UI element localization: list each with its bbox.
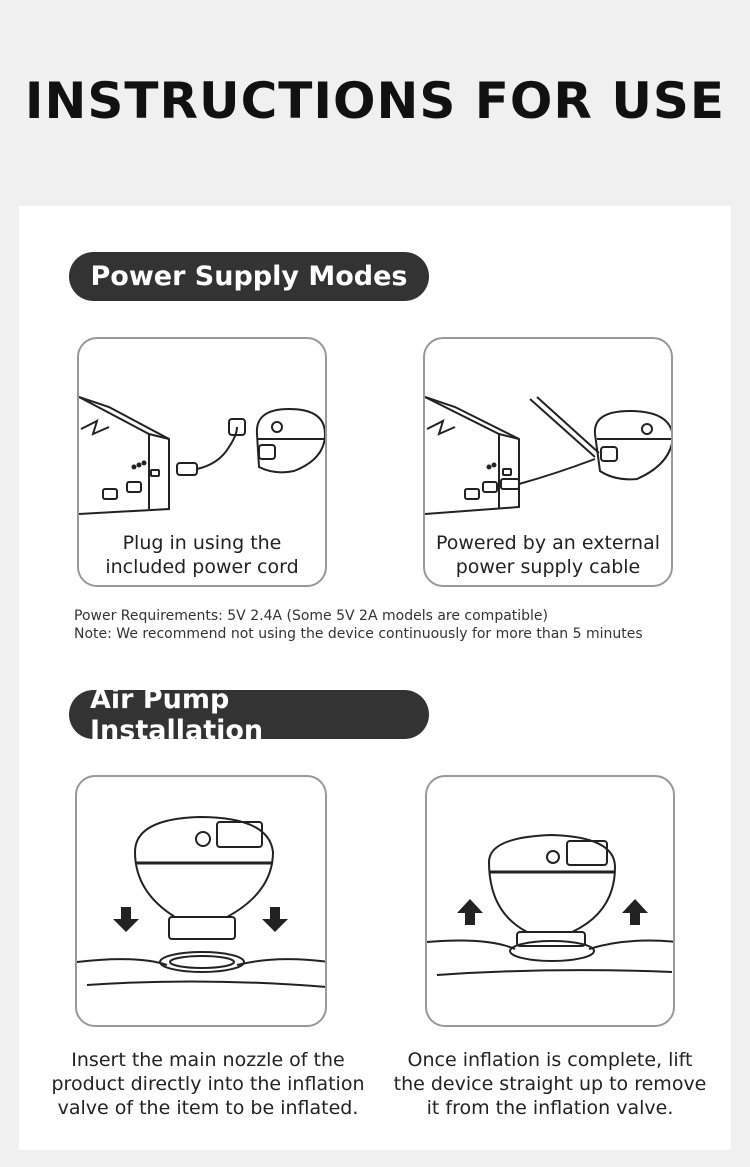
caption-line: valve of the item to be inflated. [57, 1097, 359, 1119]
lightning-icon [80, 419, 110, 436]
power-requirements-text: Power Requirements: 5V 2.4A (Some 5V 2A … [74, 608, 549, 624]
caption-line: product directly into the inflation [51, 1073, 365, 1095]
page-title: INSTRUCTIONS FOR USE [24, 72, 726, 130]
arrow-down-icon [262, 907, 288, 932]
caption-line: included power cord [105, 556, 299, 578]
power-card-external: Powered by an external power supply cabl… [423, 337, 673, 587]
caption-line: Once inflation is complete, lift [407, 1049, 693, 1071]
pump-insert-illustration [77, 815, 325, 988]
arrow-down-icon [113, 907, 139, 932]
section-heading-power: Power Supply Modes [69, 252, 429, 301]
card-caption: Powered by an external power supply cabl… [425, 531, 671, 579]
arrow-up-icon [622, 899, 648, 925]
pump-remove-illustration [427, 833, 673, 976]
lightning-icon [426, 419, 456, 436]
caption-line: it from the inflation valve. [426, 1097, 674, 1119]
install-card-remove [425, 775, 675, 1027]
arrow-up-icon [457, 899, 483, 925]
caption-line: Plug in using the [122, 532, 282, 554]
caption-line: power supply cable [455, 556, 641, 578]
caption-line: the device straight up to remove [393, 1073, 707, 1095]
power-bank-external-illustration [425, 396, 671, 515]
power-bank-cord-illustration [79, 396, 325, 515]
install-card-insert [75, 775, 327, 1027]
step-caption-remove: Once inflation is complete, lift the dev… [380, 1048, 720, 1120]
usage-note-text: Note: We recommend not using the device … [74, 626, 643, 642]
card-caption: Plug in using the included power cord [79, 531, 325, 579]
section-heading-pump: Air Pump Installation [69, 684, 429, 746]
power-card-cord: Plug in using the included power cord [77, 337, 327, 587]
caption-line: Insert the main nozzle of the [71, 1049, 345, 1071]
step-caption-insert: Insert the main nozzle of the product di… [38, 1048, 378, 1120]
caption-line: Powered by an external [435, 532, 661, 554]
